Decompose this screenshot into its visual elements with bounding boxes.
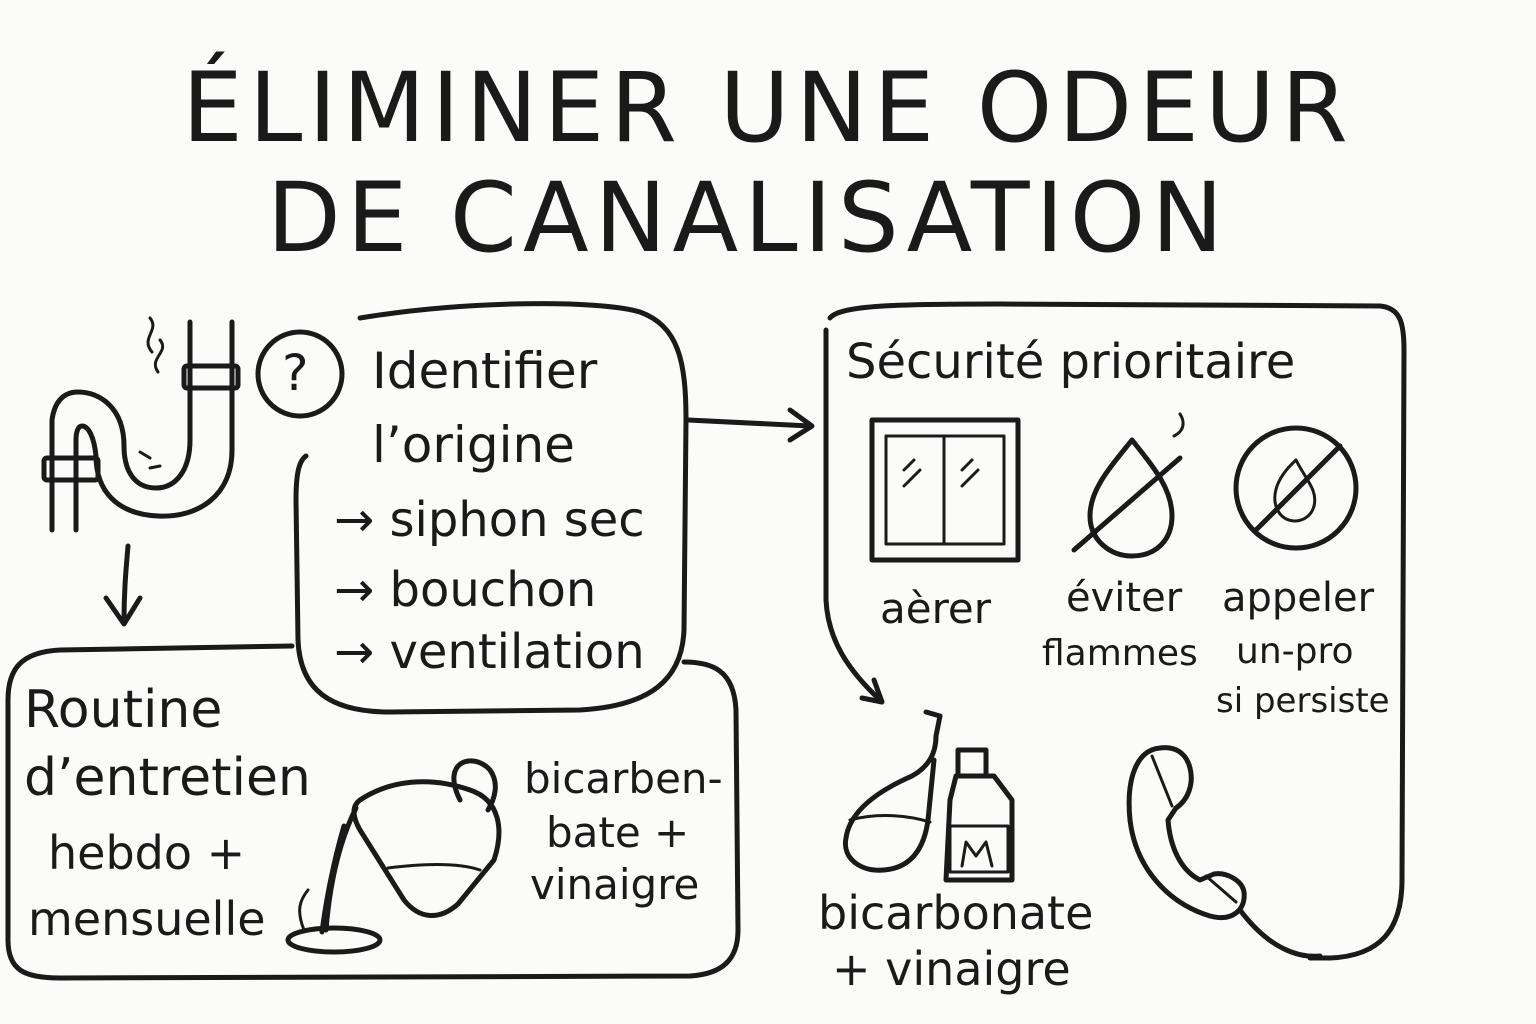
routine-remedy-line-1: bicarben- bbox=[524, 754, 723, 803]
safety-remedy-line-1: bicarbonate bbox=[818, 886, 1094, 940]
identify-to-safety-arrowhead bbox=[787, 407, 815, 443]
routine-frequency-line-1: hebdo + bbox=[48, 826, 246, 880]
safety-box bbox=[827, 301, 1407, 961]
no-flame-icon bbox=[1071, 412, 1185, 559]
identify-cause-2: → bouchon bbox=[334, 562, 597, 618]
identify-cause-1: → siphon sec bbox=[334, 492, 645, 548]
safety-item-3-label-line-3: si persiste bbox=[1216, 681, 1390, 721]
safety-item-3-label-line-1: appeler bbox=[1222, 575, 1375, 621]
identify-heading-line-2: l’origine bbox=[372, 416, 575, 474]
pipe-to-routine-arrow bbox=[121, 543, 131, 625]
safety-to-bottles-arrowhead bbox=[859, 677, 885, 705]
safety-to-bottles-arrow bbox=[823, 327, 883, 703]
safety-item-2-label-line-2: flammes bbox=[1042, 633, 1198, 674]
safety-item-3-label-line-2: un-pro bbox=[1236, 631, 1354, 672]
safety-heading: Sécurité prioritaire bbox=[846, 334, 1296, 390]
phone-icon bbox=[1126, 745, 1323, 959]
routine-heading-line-2: d’entretien bbox=[24, 748, 311, 808]
no-fire-icon bbox=[1233, 425, 1359, 551]
pipe-to-routine-arrowhead bbox=[103, 595, 143, 627]
identify-heading-line-1: Identifier bbox=[372, 342, 598, 400]
pouring-jug-icon bbox=[285, 758, 502, 955]
identify-to-safety-arrow bbox=[685, 417, 813, 429]
identify-box bbox=[293, 301, 689, 715]
identify-cause-3: → ventilation bbox=[334, 624, 645, 680]
title-line-2: DE CANALISATION bbox=[266, 162, 1230, 274]
routine-box bbox=[5, 643, 741, 981]
bottles-icon bbox=[842, 709, 1015, 883]
safety-remedy-line-2: + vinaigre bbox=[832, 942, 1071, 996]
question-circle bbox=[255, 329, 345, 419]
routine-remedy-line-3: vinaigre bbox=[530, 860, 700, 909]
safety-item-1-label: aèrer bbox=[880, 584, 992, 633]
question-mark: ? bbox=[282, 344, 309, 402]
safety-item-2-label-line-1: éviter bbox=[1066, 575, 1183, 621]
routine-heading-line-1: Routine bbox=[24, 680, 223, 740]
window-icon bbox=[869, 417, 1021, 563]
routine-remedy-line-2: bate + bbox=[546, 808, 690, 857]
title-line-1: ÉLIMINER UNE ODEUR bbox=[182, 52, 1354, 164]
routine-frequency-line-2: mensuelle bbox=[28, 892, 266, 946]
pipe-icon bbox=[41, 316, 241, 533]
